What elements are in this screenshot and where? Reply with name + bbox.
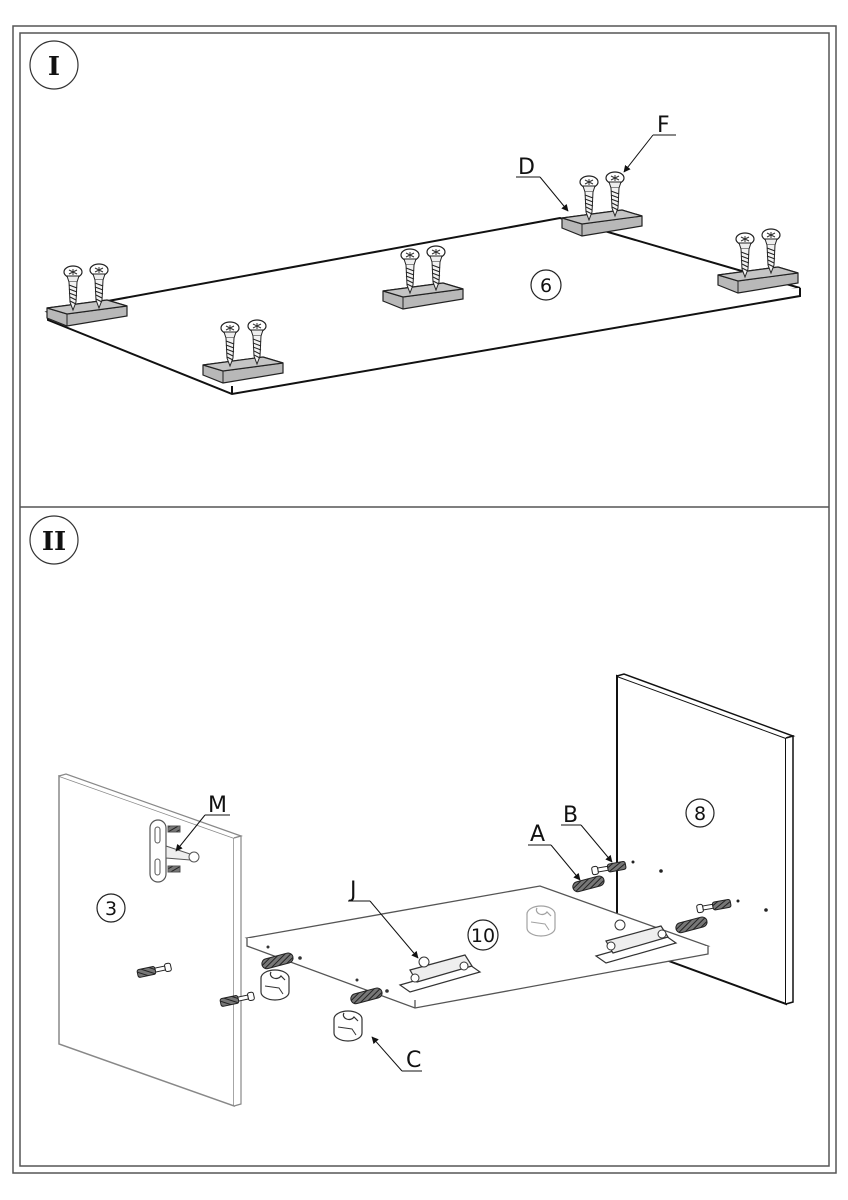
callout-b: B bbox=[561, 803, 613, 863]
outer-frame bbox=[12, 25, 837, 1174]
panel-number-label: 8 bbox=[694, 803, 706, 825]
panel-number-circle bbox=[96, 893, 126, 923]
bracket-j bbox=[398, 954, 482, 993]
dowel-a bbox=[571, 874, 606, 894]
bracket-j bbox=[594, 919, 678, 964]
callout-label: B bbox=[563, 803, 578, 828]
bracket-m bbox=[149, 819, 200, 883]
panel-number-label: 3 bbox=[105, 898, 117, 920]
step-badge-1: I bbox=[29, 40, 79, 90]
panel-8: 8 bbox=[616, 673, 796, 1006]
callout-m: M bbox=[175, 793, 230, 852]
callout-label: A bbox=[530, 822, 545, 847]
hidden-cam bbox=[526, 905, 556, 937]
step-badge-2: II bbox=[29, 515, 79, 565]
cam-c bbox=[333, 1010, 363, 1042]
panel-number-circle bbox=[467, 919, 499, 951]
callout-label: C bbox=[406, 1048, 421, 1073]
callout-c: C bbox=[371, 1036, 422, 1073]
step-label: II bbox=[42, 527, 66, 557]
callout-label: D bbox=[518, 155, 535, 180]
step-badge-circle bbox=[29, 515, 79, 565]
panel-3: 3 bbox=[58, 773, 243, 1108]
panel-number-circle bbox=[530, 269, 562, 301]
callout-label: M bbox=[208, 793, 227, 818]
callout-label: F bbox=[657, 113, 670, 138]
callout-label: J bbox=[348, 878, 357, 903]
panel-number-6: 6 bbox=[530, 269, 562, 301]
inner-frame bbox=[19, 32, 830, 1167]
pad-d-4 bbox=[561, 209, 643, 237]
callout-f: F bbox=[623, 113, 676, 173]
cam-c bbox=[260, 969, 290, 1001]
panel-number-label: 6 bbox=[540, 275, 552, 297]
callout-d: D bbox=[516, 155, 569, 212]
step-badge-circle bbox=[29, 40, 79, 90]
panel-number-label: 10 bbox=[471, 925, 495, 947]
callout-j: J bbox=[348, 878, 419, 959]
callout-a: A bbox=[528, 822, 581, 881]
step-label: I bbox=[48, 52, 60, 82]
panel-number-circle bbox=[685, 798, 715, 828]
